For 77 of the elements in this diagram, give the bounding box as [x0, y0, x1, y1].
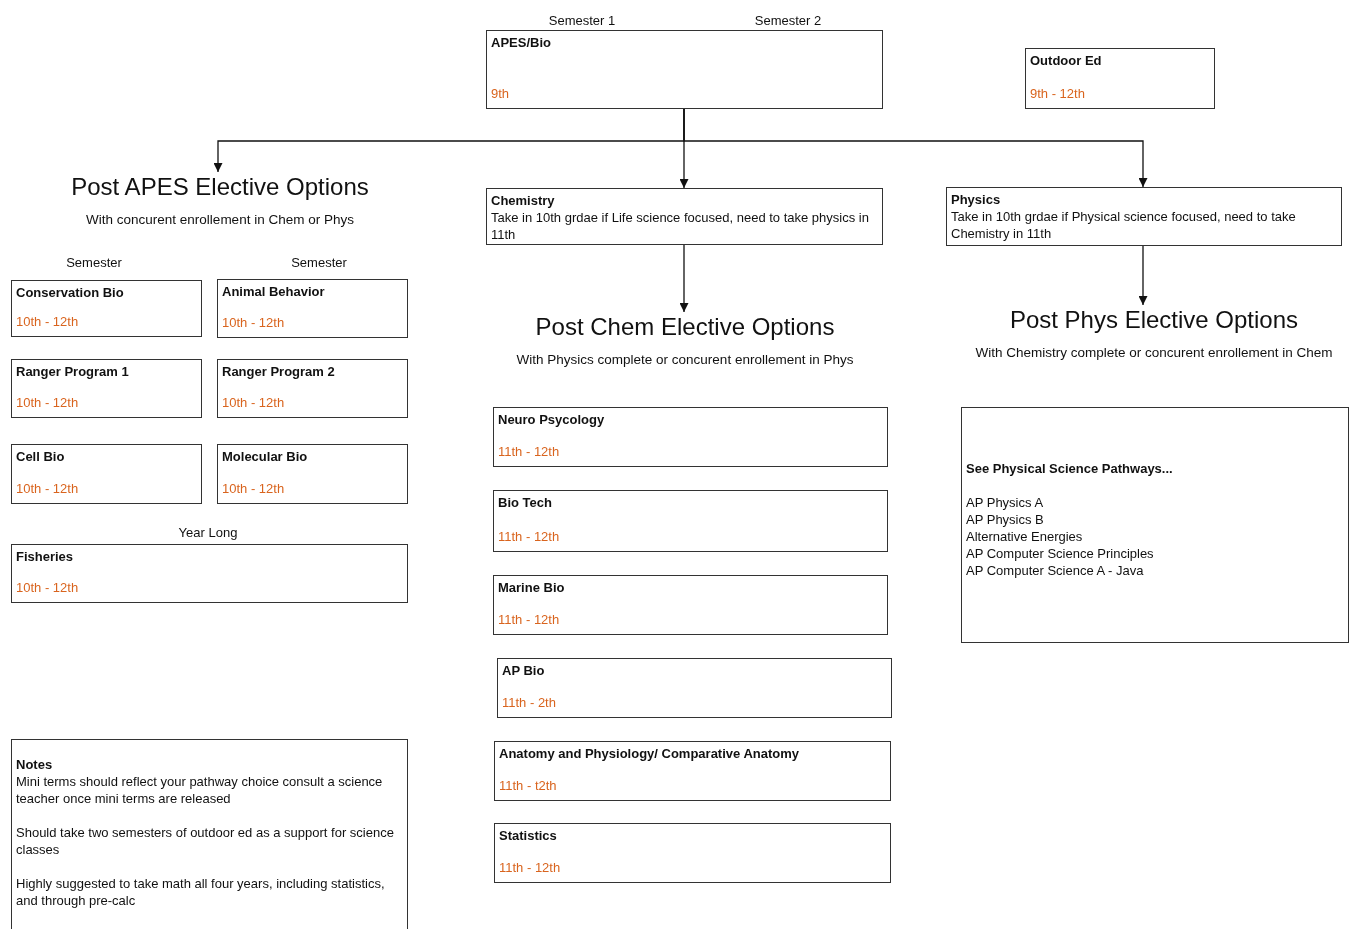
grade-range: 10th - 12th	[16, 480, 79, 497]
course-title: Bio Tech	[498, 494, 553, 511]
course-title: Ranger Program 1	[16, 363, 130, 380]
grade-range: 9th - 12th	[1030, 85, 1085, 102]
column-label: Semester 1	[548, 13, 616, 28]
course-title: Ranger Program 2	[222, 363, 336, 380]
course-title: AP Bio	[502, 662, 546, 679]
course-title: Marine Bio	[498, 579, 566, 596]
grade-range: 9th	[491, 85, 510, 102]
course-box	[1025, 48, 1215, 109]
course-box	[494, 741, 891, 801]
course-title: Animal Behavior	[222, 283, 326, 300]
grade-range: 10th - 12th	[222, 480, 285, 497]
grade-range: 10th - 12th	[16, 313, 79, 330]
section-heading: Post APES Elective Options	[70, 172, 370, 202]
grade-range: 11th - t2th	[499, 777, 557, 794]
course-title: Molecular Bio	[222, 448, 309, 465]
course-name: AP Computer Science Principles	[966, 545, 1155, 562]
course-box	[493, 490, 888, 552]
column-label: Semester	[291, 255, 347, 270]
arrow	[679, 244, 689, 313]
note-text: Mini terms should reflect your pathway choice consult a science teacher once mini terms are released	[16, 773, 384, 807]
course-box	[946, 187, 1342, 246]
course-title: Fisheries	[16, 548, 75, 565]
grade-range: 10th - 12th	[16, 394, 79, 411]
notes-heading: Notes	[16, 756, 54, 773]
course-box	[11, 544, 408, 603]
course-box	[11, 444, 202, 504]
course-title: APES/Bio	[491, 34, 552, 51]
grade-range: 11th - 2th	[502, 694, 556, 711]
course-title: Neuro Psycology	[498, 411, 606, 428]
course-title: Outdoor Ed	[1030, 52, 1103, 69]
arrow	[1138, 245, 1148, 306]
grade-range: 11th - 12th	[498, 611, 560, 628]
course-box	[486, 30, 883, 109]
group-label: Year Long	[178, 525, 238, 540]
course-box	[494, 823, 891, 883]
notes-box	[11, 739, 408, 929]
course-box	[486, 188, 883, 245]
grade-range: 10th - 12th	[222, 394, 285, 411]
course-name: Alternative Energies	[966, 528, 1084, 545]
course-box	[217, 279, 408, 338]
course-description: Take in 10th grdae if Life science focused, need to take physics in 11th	[491, 209, 870, 243]
course-box	[497, 658, 892, 718]
course-box	[11, 359, 202, 418]
pathway-heading: See Physical Science Pathways...	[966, 460, 1174, 477]
course-name: AP Physics B	[966, 511, 1045, 528]
note-text: Should take two semesters of outdoor ed as a support for science classes	[16, 824, 395, 858]
course-box	[11, 280, 202, 337]
grade-range: 11th - 12th	[499, 859, 561, 876]
section-subtitle: With concurent enrollement in Chem or Phys	[85, 212, 355, 227]
course-title: Chemistry	[491, 192, 556, 209]
course-name: AP Computer Science A - Java	[966, 562, 1145, 579]
course-box	[493, 575, 888, 635]
section-heading: Post Phys Elective Options	[1008, 305, 1300, 335]
course-box	[493, 407, 888, 467]
course-title: Physics	[951, 191, 1002, 208]
arrow	[683, 108, 1148, 188]
column-label: Semester	[66, 255, 122, 270]
course-title: Conservation Bio	[16, 284, 125, 301]
grade-range: 11th - 12th	[498, 443, 560, 460]
section-subtitle: With Physics complete or concurent enrollement in Phys	[515, 352, 855, 367]
section-heading: Post Chem Elective Options	[534, 312, 836, 342]
course-name: AP Physics A	[966, 494, 1045, 511]
course-title: Anatomy and Physiology/ Comparative Anatomy	[499, 745, 801, 762]
column-label: Semester 2	[754, 13, 822, 28]
grade-range: 11th - 12th	[498, 528, 560, 545]
course-description: Take in 10th grdae if Physical science focused, need to take Chemistry in 11th	[951, 208, 1297, 242]
note-text: Highly suggested to take math all four years, including statistics, and through pre-calc	[16, 875, 386, 909]
section-subtitle: With Chemistry complete or concurent enrollement in Chem	[974, 345, 1334, 360]
course-title: Statistics	[499, 827, 558, 844]
course-title: Cell Bio	[16, 448, 66, 465]
grade-range: 10th - 12th	[222, 314, 285, 331]
grade-range: 10th - 12th	[16, 579, 79, 596]
pathway-box	[961, 407, 1349, 643]
course-box	[217, 359, 408, 418]
course-box	[217, 444, 408, 504]
